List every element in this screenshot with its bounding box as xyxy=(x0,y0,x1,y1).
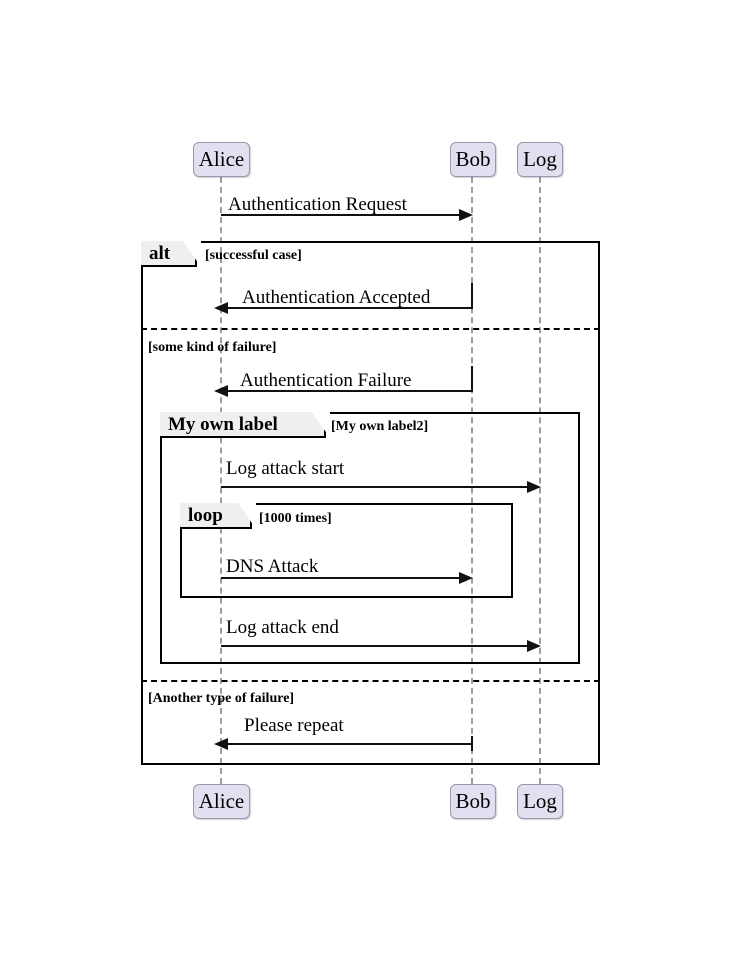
participant-alice-top[interactable]: Alice xyxy=(193,142,250,177)
participant-log-top-label: Log xyxy=(523,147,557,171)
message-stub-bob-failure xyxy=(471,366,473,392)
arrowhead-left-icon xyxy=(214,302,228,314)
fragment-my-own-label-guard: [My own label2] xyxy=(331,419,429,434)
fragment-loop-operator-tab: loop xyxy=(180,503,252,529)
message-line-authentication-request xyxy=(221,214,465,216)
participant-bob-bottom-label: Bob xyxy=(455,789,491,813)
arrowhead-right-icon xyxy=(459,572,473,584)
participant-bob-top-label: Bob xyxy=(455,147,491,171)
message-line-authentication-failure xyxy=(227,390,472,392)
participant-log-bottom-label: Log xyxy=(523,789,557,813)
arrowhead-left-icon xyxy=(214,738,228,750)
fragment-alt-separator-1 xyxy=(141,328,600,330)
participant-log-top[interactable]: Log xyxy=(517,142,563,177)
fragment-loop[interactable] xyxy=(180,503,513,598)
message-line-authentication-accepted xyxy=(227,307,472,309)
fragment-my-own-label[interactable] xyxy=(160,412,580,664)
participant-alice-bottom-label: Alice xyxy=(198,789,245,813)
message-label-please-repeat: Please repeat xyxy=(244,715,344,736)
message-line-log-attack-end xyxy=(221,645,533,647)
fragment-alt-operator-label: alt xyxy=(149,242,171,264)
lifeline-log xyxy=(539,177,541,784)
message-stub-bob-accepted xyxy=(471,283,473,309)
fragment-alt[interactable] xyxy=(141,241,600,765)
message-label-log-attack-end: Log attack end xyxy=(226,617,339,638)
lifeline-bob xyxy=(471,177,473,784)
participant-log-bottom[interactable]: Log xyxy=(517,784,563,819)
message-label-authentication-accepted: Authentication Accepted xyxy=(242,287,431,308)
participant-alice-top-label: Alice xyxy=(198,147,245,171)
fragment-alt-guard-3: [Another type of failure] xyxy=(148,691,295,706)
arrowhead-right-icon xyxy=(459,209,473,221)
fragment-loop-operator-label: loop xyxy=(188,504,223,526)
message-label-authentication-request: Authentication Request xyxy=(228,194,407,215)
participant-alice-bottom[interactable]: Alice xyxy=(193,784,250,819)
message-label-authentication-failure: Authentication Failure xyxy=(240,370,412,391)
fragment-my-own-label-operator-label: My own label xyxy=(168,413,278,435)
fragment-alt-guard: [successful case] xyxy=(205,248,302,263)
fragment-alt-guard-2: [some kind of failure] xyxy=(148,340,277,355)
arrowhead-right-icon xyxy=(527,640,541,652)
arrowhead-right-icon xyxy=(527,481,541,493)
participant-bob-top[interactable]: Bob xyxy=(450,142,496,177)
fragment-alt-separator-2 xyxy=(141,680,600,682)
message-stub-bob-please-repeat xyxy=(471,736,473,751)
message-line-please-repeat xyxy=(227,743,472,745)
fragment-my-own-label-operator-tab: My own label xyxy=(160,412,326,438)
fragment-loop-guard: [1000 times] xyxy=(259,511,332,526)
lifeline-alice xyxy=(220,177,222,784)
message-line-dns-attack xyxy=(221,577,465,579)
message-label-dns-attack: DNS Attack xyxy=(226,556,319,577)
message-label-log-attack-start: Log attack start xyxy=(226,458,345,479)
participant-bob-bottom[interactable]: Bob xyxy=(450,784,496,819)
message-line-log-attack-start xyxy=(221,486,533,488)
arrowhead-left-icon xyxy=(214,385,228,397)
